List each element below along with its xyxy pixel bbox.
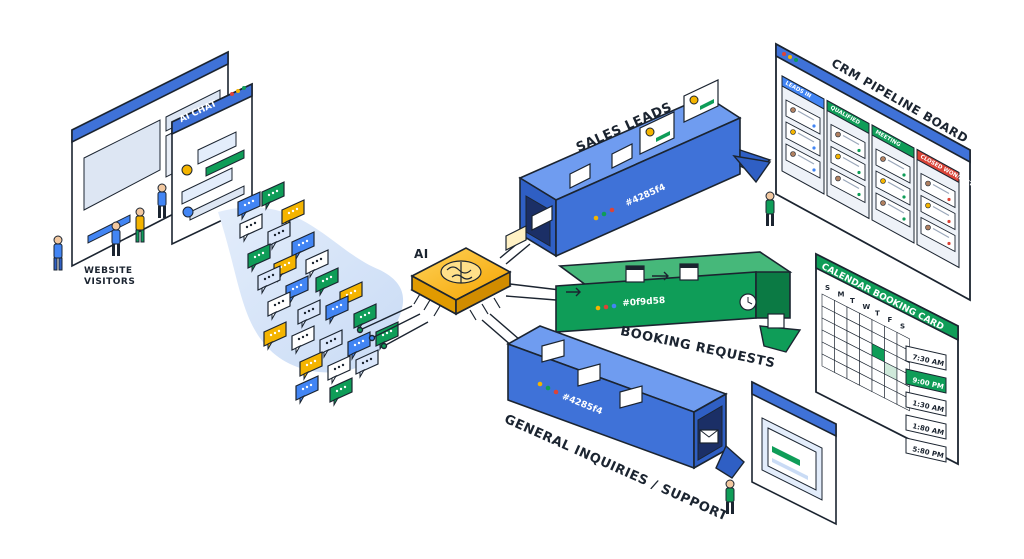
person-icon [765,191,775,226]
crm-card [875,148,911,184]
crm-card [785,143,821,179]
envelope-icon [699,429,719,444]
chat-bubble-icon [291,325,315,355]
website-window [71,50,229,268]
person-icon [53,235,63,271]
calendar-icon [625,265,645,283]
chat-bubble-icon [257,265,281,295]
person-icon [725,479,735,514]
calendar-weekday: W [863,303,871,311]
status-dots [595,303,617,311]
crm-card [785,99,821,135]
calendar-weekday: F [888,316,893,324]
chat-bubble-icon [319,329,343,359]
time-slot: 7:30 AM [905,345,947,371]
status-dots [537,381,559,395]
crm-card [920,216,956,253]
chat-bubble-icon [299,351,323,381]
chat-bubble-icon [329,377,353,407]
chat-bubble-icon [619,385,643,409]
website-visitors-label: WEBSITE VISITORS [84,266,136,287]
crm-card [830,167,866,204]
time-slot: 9:00 PM [905,368,947,394]
support-window [751,380,837,526]
calendar-icon [767,313,785,329]
chat-bubble-icon [237,191,261,221]
chat-bubble-icon [541,339,565,363]
crm-column: CLOSED WON/LOST [916,148,974,269]
website-visitors-people [53,183,167,271]
chat-bubble-icon [295,375,319,405]
chat-bubble-icon [297,299,321,329]
person-icon [157,183,167,218]
chat-bubble-icon [325,295,349,325]
chat-bubble-icon [569,163,591,189]
calendar-weekday: T [850,297,855,305]
chat-bubble-icon [305,249,329,279]
crm-column: MEETING [871,124,915,244]
general-inquiries-tube [506,325,745,479]
chat-bubble-icon [247,243,271,273]
calendar-weekday: T [875,310,880,318]
crm-column: LEADS IN [781,75,825,195]
chat-bubble-icon [239,213,263,243]
message-stream [218,181,404,407]
time-slot: 5:80 PM [905,437,947,463]
crm-card [830,145,866,182]
ai-label: AI [414,247,429,261]
sales-leads-tube [505,79,772,258]
chat-bubble-icon [315,267,339,297]
ai-chat-window [171,82,253,246]
chat-bubble-icon [261,181,285,211]
chat-bubble-icon [505,225,527,251]
person-icon [111,221,121,256]
arrow-icon [566,271,669,297]
booking-requests-tube [555,251,802,353]
crm-card [920,194,956,231]
crm-card [830,123,866,160]
chat-bubble-icon [531,205,553,231]
crm-card [785,121,821,157]
chat-bubble-icon [285,275,309,305]
lead-card [683,79,719,123]
time-slot: 1:80 AM [905,414,947,440]
crm-card [875,170,911,206]
crm-card [920,172,956,209]
stream-connectors [356,305,429,350]
person-icon [135,207,145,243]
calendar-weekday: M [838,290,845,298]
chat-bubble-icon [577,363,601,387]
clock-icon [739,293,757,311]
lead-card [639,111,675,155]
crm-card [875,192,911,228]
calendar-icon [679,263,699,281]
calendar-weekday: S [900,322,905,330]
calendar-weekday: S [825,284,830,292]
crm-column: QUALIFIED [826,99,870,220]
time-slot: 1:30 AM [905,391,947,417]
chat-bubble-icon [611,143,633,169]
chat-bubble-icon [263,321,287,351]
ai-chip [410,247,512,321]
status-dots [593,207,615,221]
brain-icon [440,260,482,284]
chat-bubble-icon [267,221,291,251]
chat-bubble-icon [347,331,371,361]
chat-bubble-icon [291,231,315,261]
chat-bubble-icon [267,291,291,321]
chat-bubble-icon [327,355,351,385]
chat-bubble-icon [355,349,379,379]
